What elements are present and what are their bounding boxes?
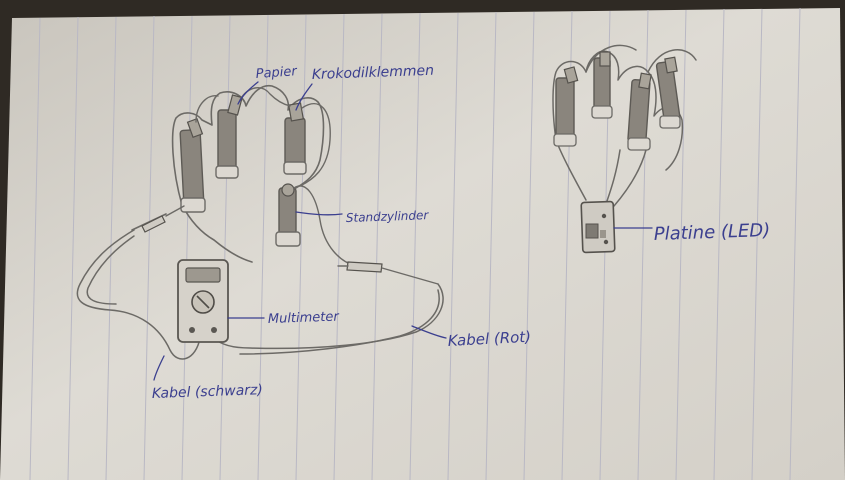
label-papier: Papier (255, 64, 299, 82)
platine-board (581, 201, 615, 252)
multimeter (178, 260, 228, 342)
label-multimeter: Multimeter (268, 309, 341, 327)
label-platine: Platine (LED) (653, 220, 770, 245)
label-standzylinder: Standzylinder (346, 208, 430, 225)
